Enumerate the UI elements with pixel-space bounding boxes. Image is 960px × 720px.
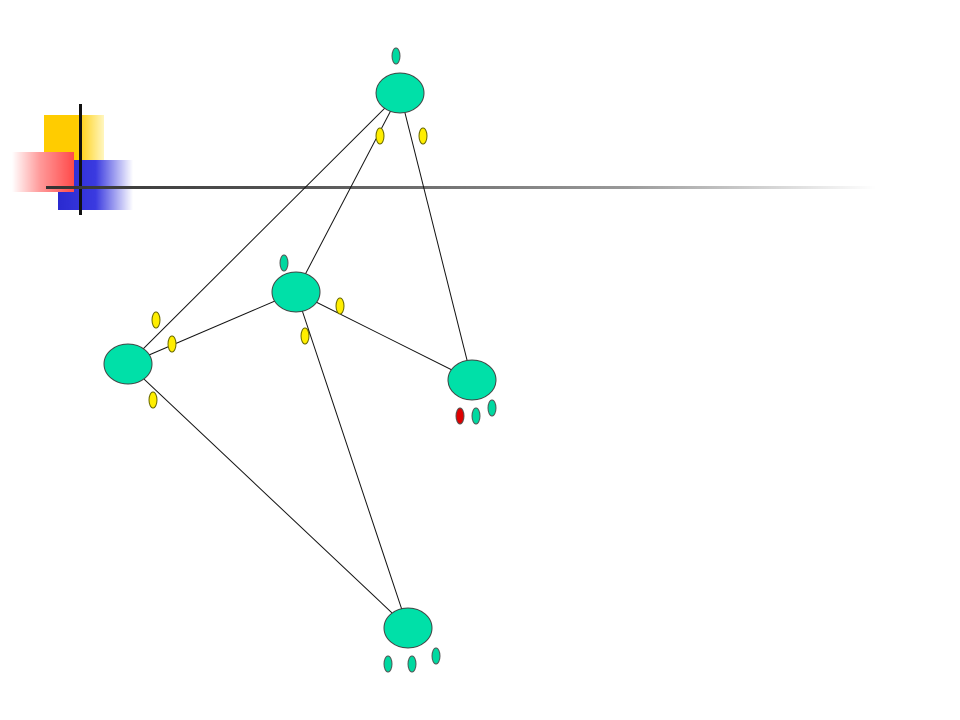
edge-top-middle [295, 92, 401, 293]
edge-top-left [127, 92, 401, 365]
edge-marker-top-right [418, 127, 428, 145]
node-top [375, 72, 425, 114]
edge-marker-top-middle [375, 127, 385, 145]
decorative-red-square [12, 152, 74, 192]
edge-top-right [399, 92, 473, 381]
edge-marker-top-left [151, 311, 161, 329]
edge-middle-left [127, 291, 297, 365]
token-middle-0 [279, 254, 289, 272]
token-right-2 [487, 399, 497, 417]
edge-middle-right [295, 291, 473, 381]
edge-markers-layer [148, 127, 428, 409]
edge-marker-middle-left [167, 335, 177, 353]
token-top-0 [391, 47, 401, 65]
token-bottom-1 [407, 655, 417, 673]
edge-marker-middle-bottom [300, 327, 310, 345]
decorative-horizontal-rule [46, 186, 876, 189]
edges-layer [127, 92, 473, 629]
node-middle [271, 271, 321, 313]
node-bottom [383, 607, 433, 649]
tokens-layer [279, 47, 497, 673]
nodes-layer [103, 72, 497, 649]
token-bottom-2 [431, 647, 441, 665]
edge-left-bottom [127, 363, 409, 629]
node-left [103, 343, 153, 385]
token-bottom-0 [383, 655, 393, 673]
token-right-0-alert [455, 407, 465, 425]
edge-marker-left-bottom [148, 391, 158, 409]
node-right [447, 359, 497, 401]
edge-middle-bottom [295, 291, 409, 629]
decorative-vertical-rule [79, 104, 82, 215]
edge-marker-middle-right [335, 297, 345, 315]
token-right-1 [471, 407, 481, 425]
